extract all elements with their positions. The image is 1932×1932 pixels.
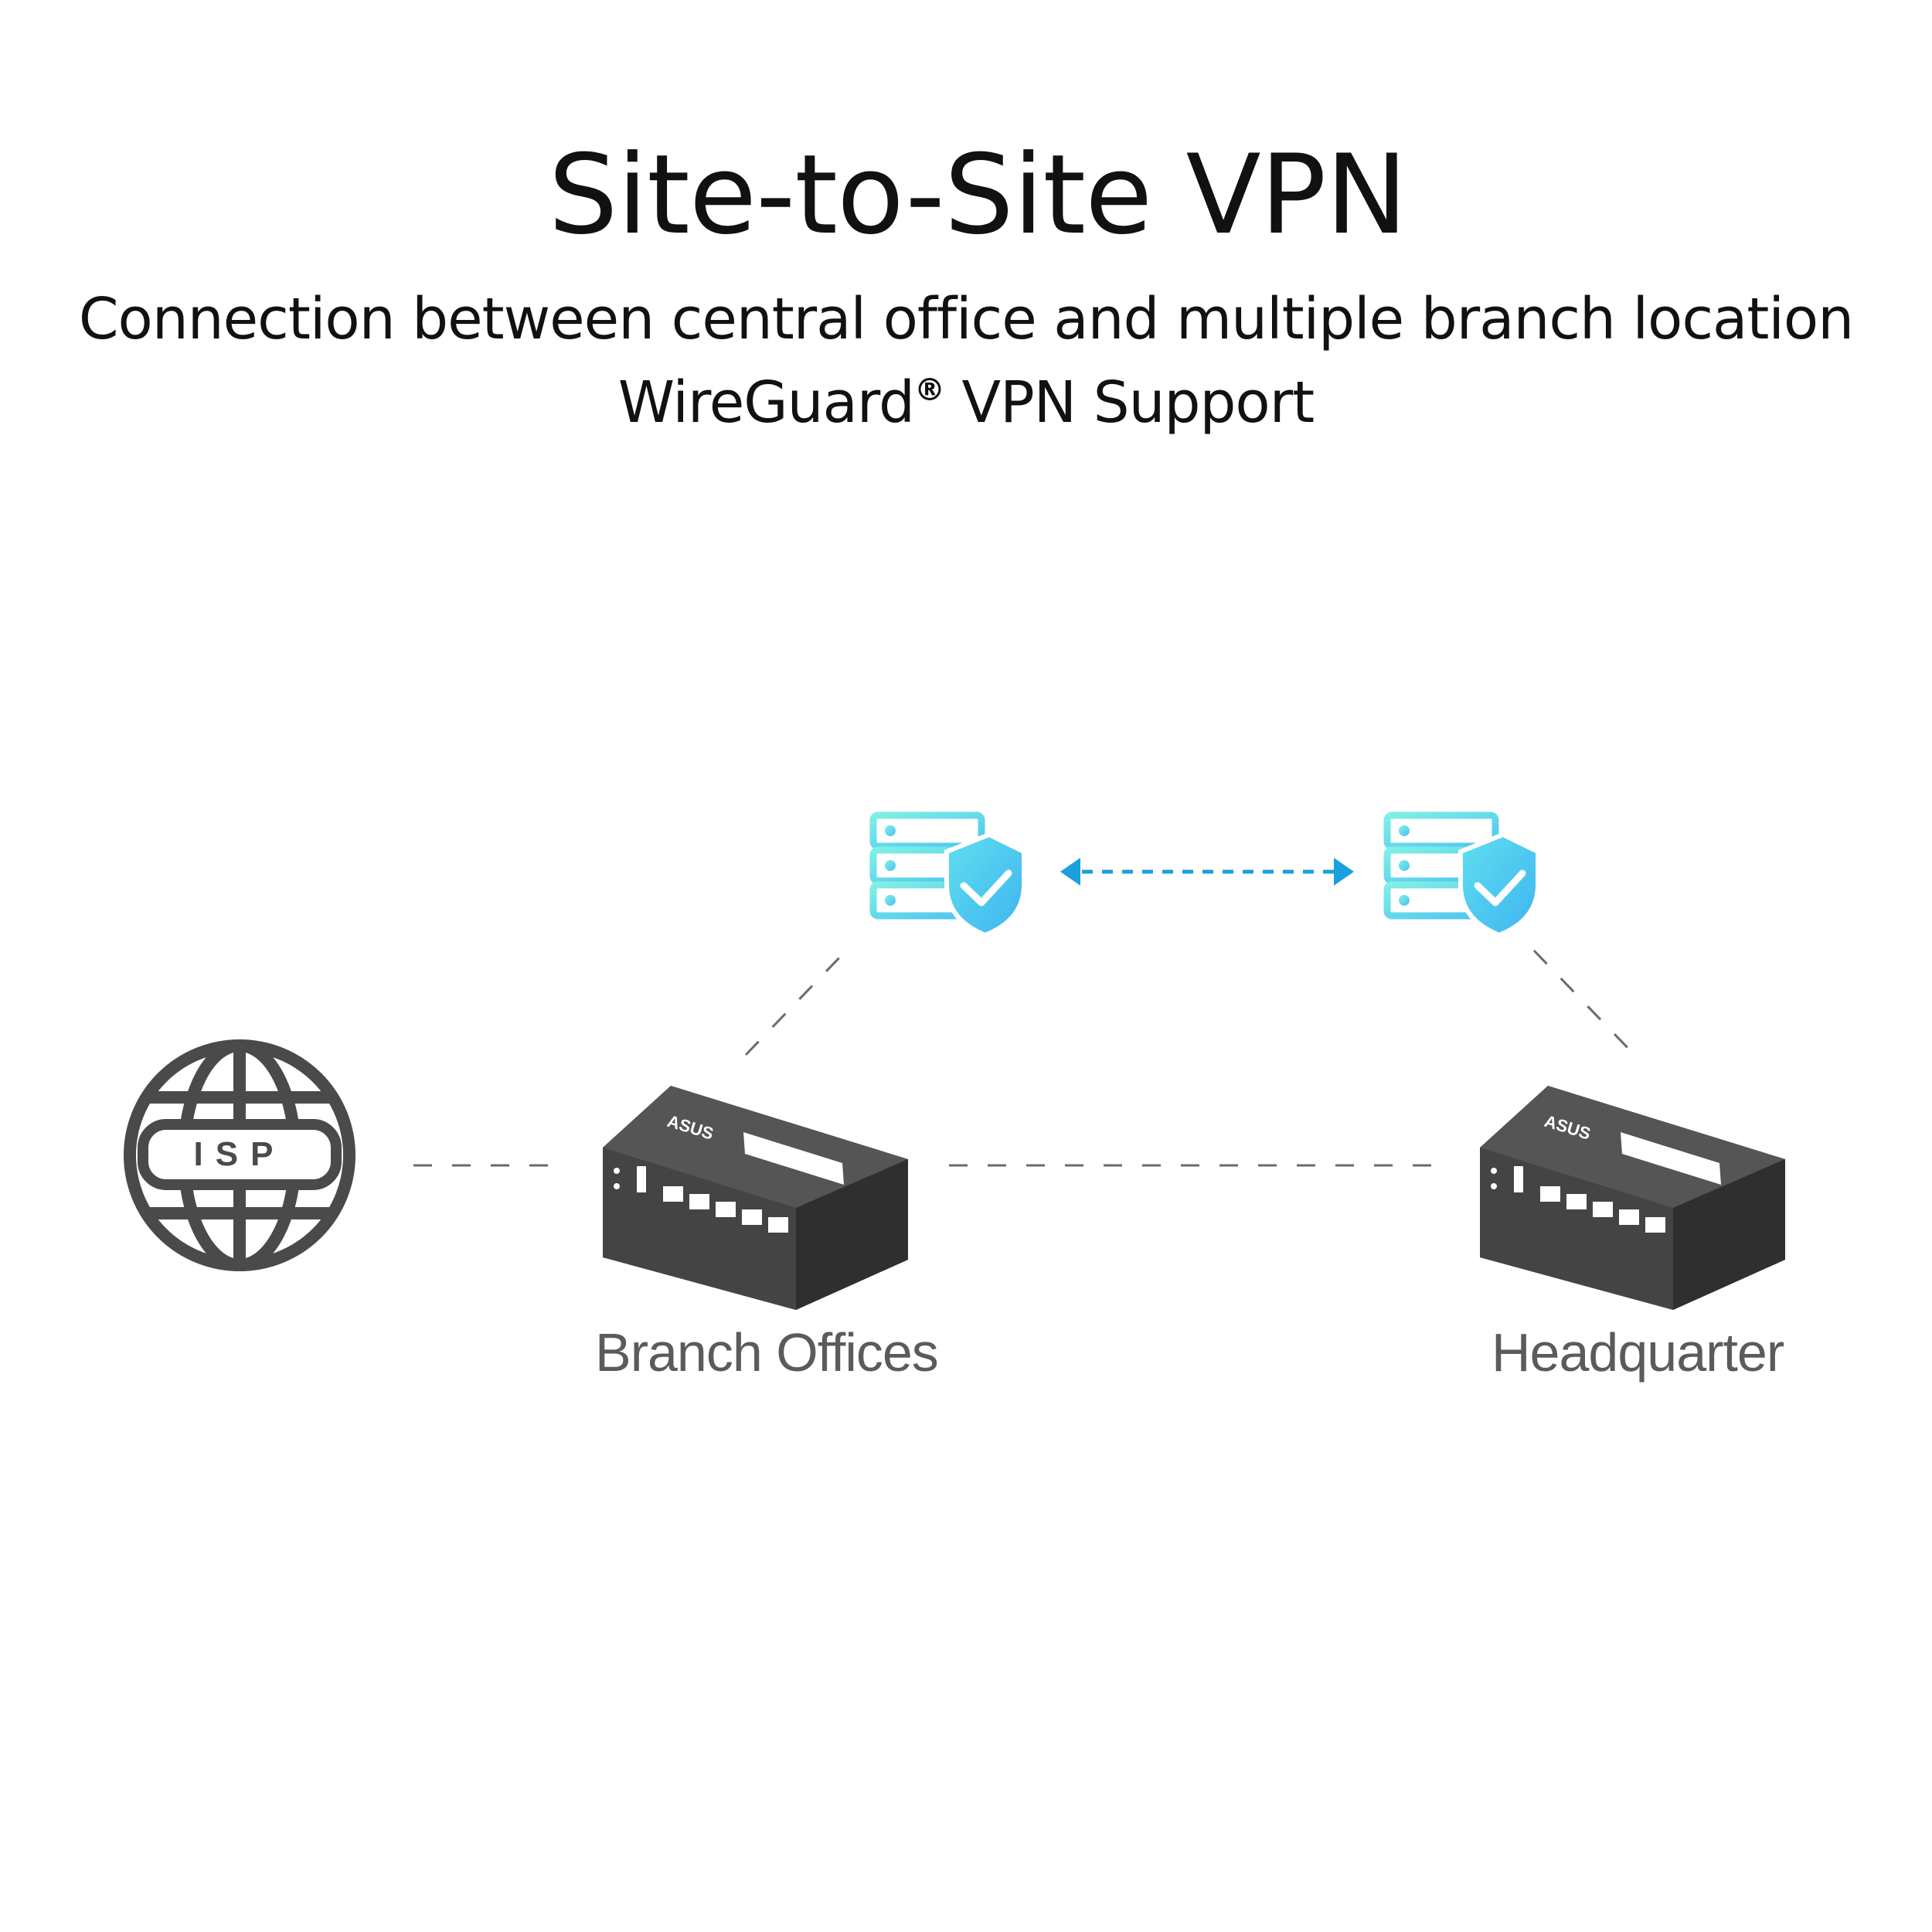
connectors (413, 949, 1636, 1167)
router-icon: ASUS (1480, 1086, 1785, 1310)
page-title: Site-to-Site VPN (548, 131, 1407, 259)
wireguard-text: WireGuard (617, 369, 915, 436)
arrow-left-head (1060, 858, 1080, 886)
arrow-right-head (1334, 858, 1354, 886)
headquarter-label: Headquarter (1492, 1322, 1784, 1383)
hq-vpn-link (1532, 949, 1636, 1056)
vpn-server-shield-icon (1383, 811, 1540, 938)
registered-mark: ® (913, 372, 945, 408)
isp-badge (138, 1119, 342, 1190)
router-ports (1491, 1166, 1665, 1233)
vpn-support-text: VPN Support (944, 369, 1315, 436)
branch-vpn-link (744, 949, 848, 1056)
branch-offices-label: Branch Offices (595, 1322, 939, 1383)
isp-label: ISP (194, 1135, 286, 1173)
subtitle-description: Connection between central office and mu… (78, 286, 1854, 352)
subtitle-wireguard: WireGuard® VPN Support (0, 369, 1932, 436)
router-status-bar (743, 1132, 844, 1185)
router-icon: ASUS (603, 1086, 908, 1310)
vpn-server-shield-icon (869, 811, 1026, 938)
router-ports (614, 1166, 788, 1233)
vpn-tunnel-arrow (1060, 858, 1354, 886)
router-status-bar (1621, 1132, 1721, 1185)
